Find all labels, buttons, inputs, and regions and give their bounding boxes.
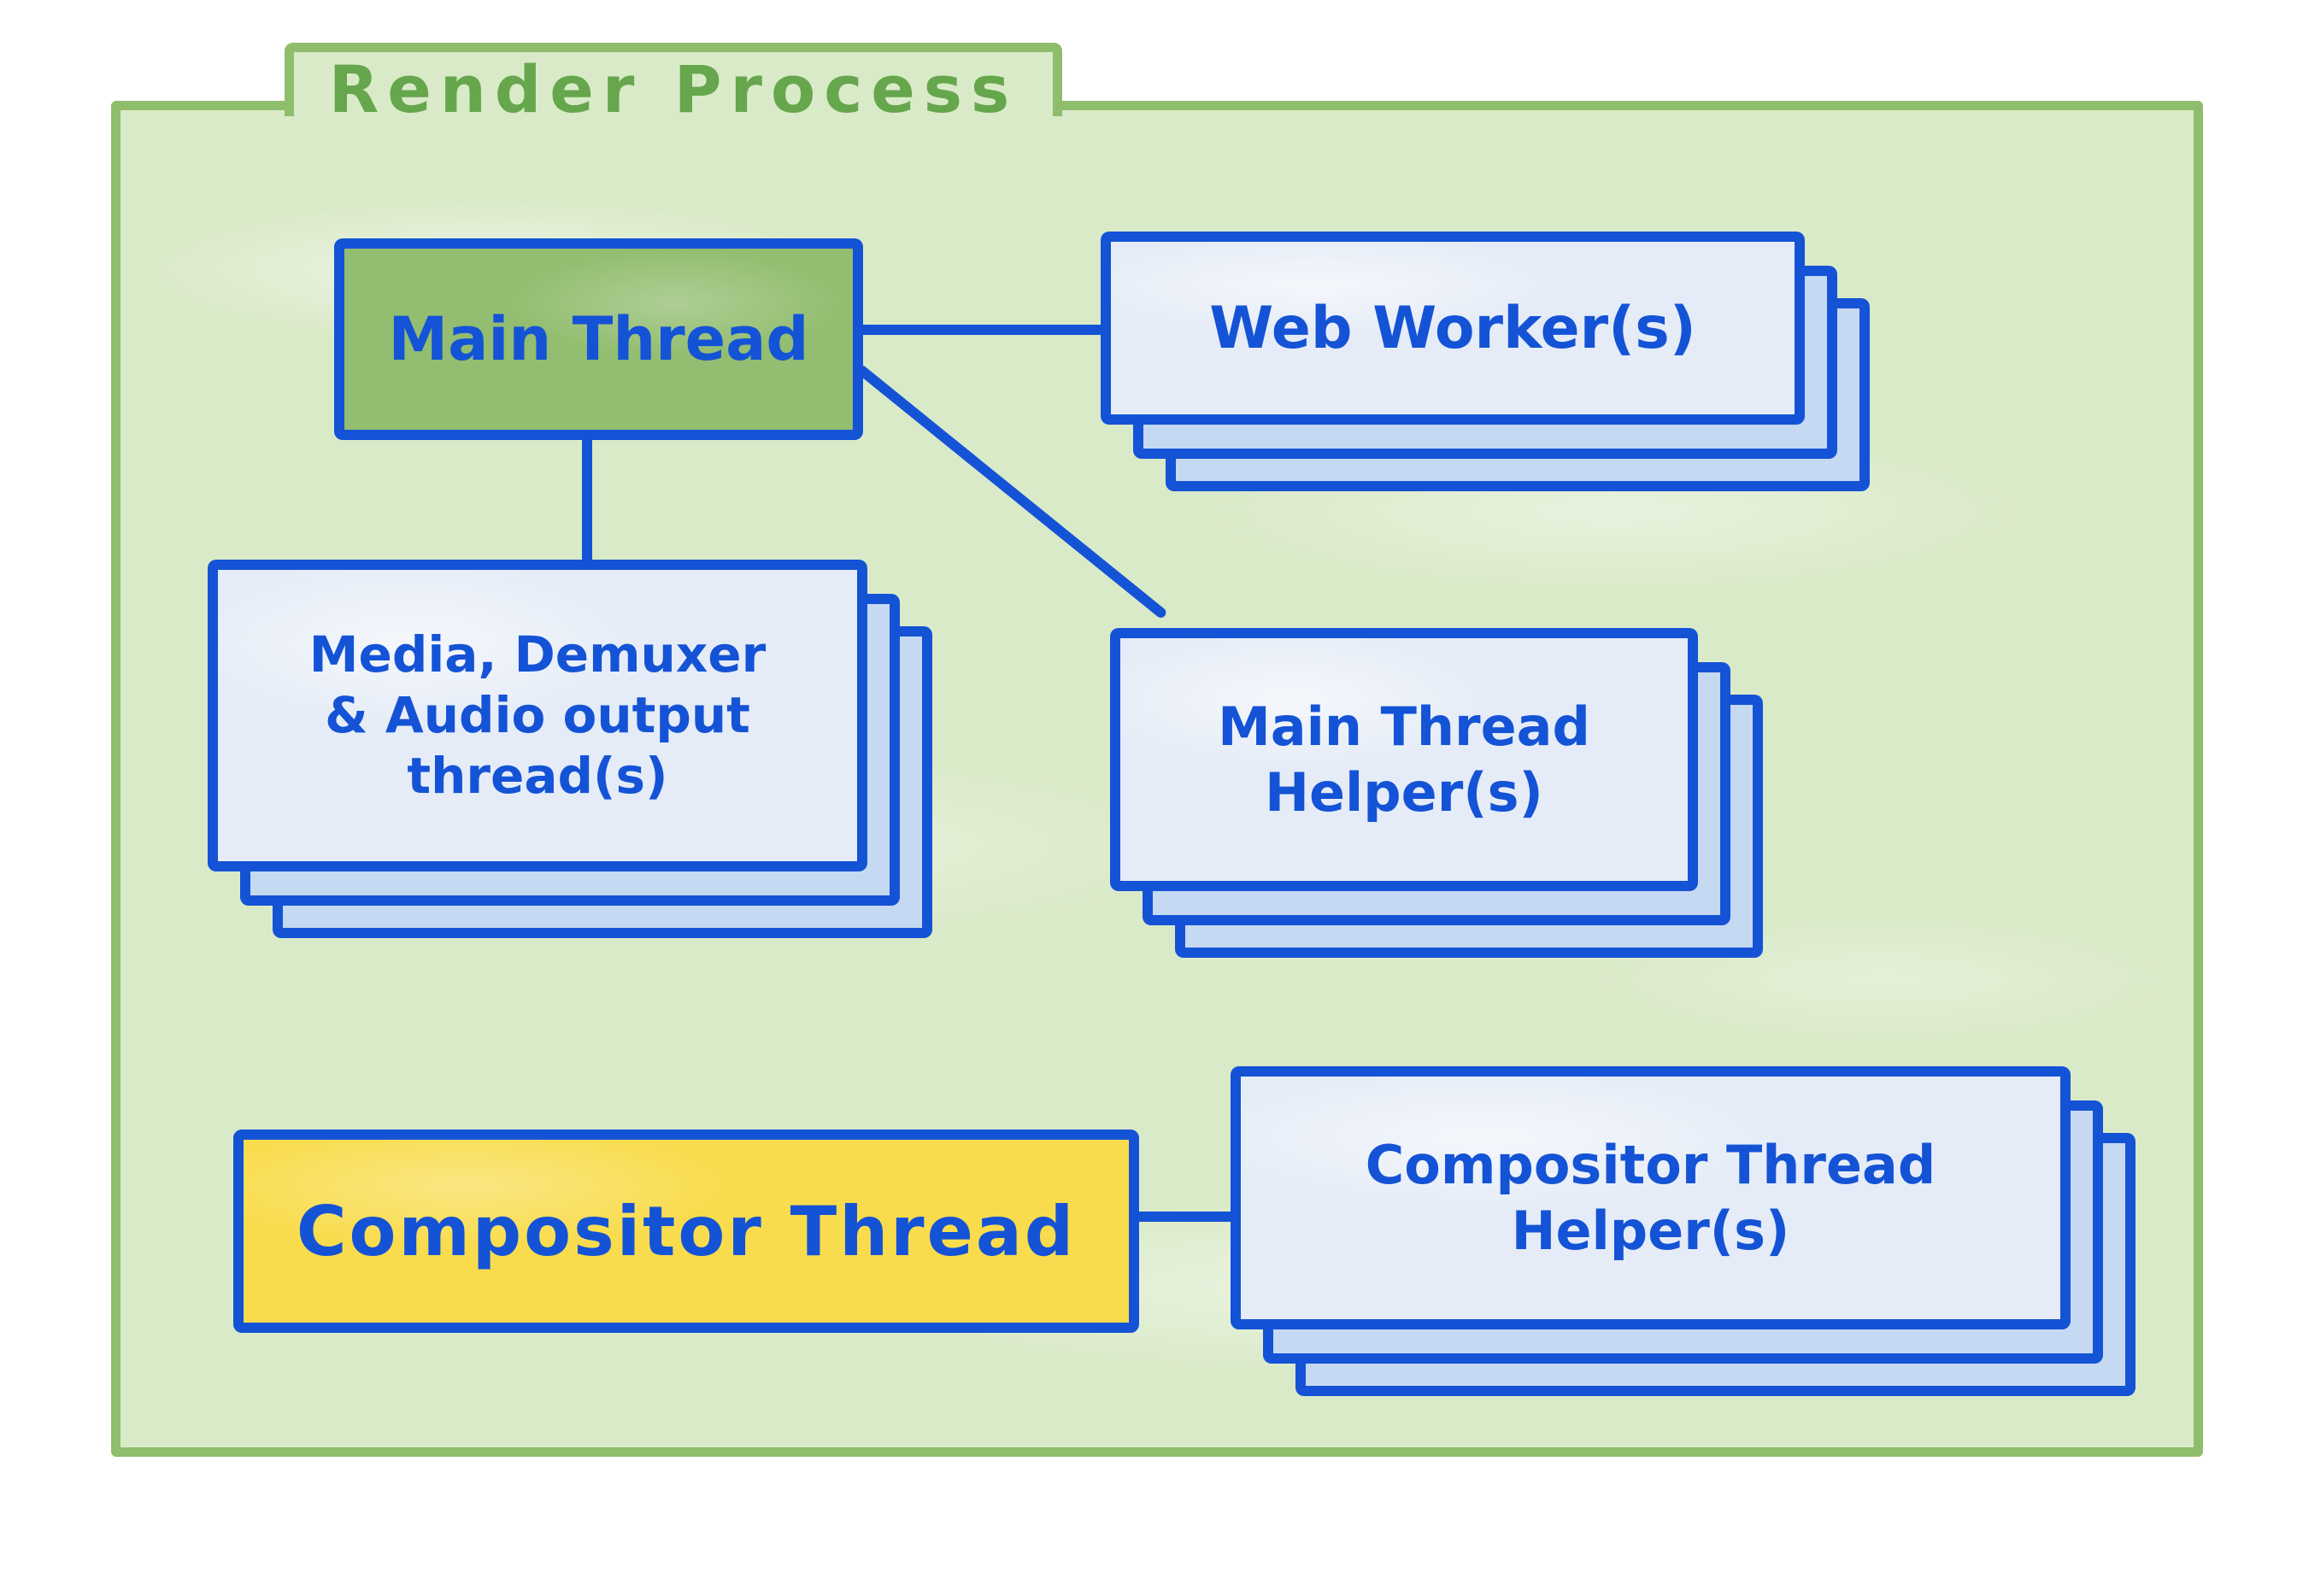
main-thread-helpers-line-1: Main Thread: [1218, 695, 1590, 758]
diagram-title: Render Process: [328, 51, 1019, 127]
compositor-thread-helpers-line-1: Compositor Thread: [1365, 1133, 1936, 1196]
stack-card-front: Media, Demuxer & Audio output thread(s): [208, 560, 867, 871]
node-main-thread: Main Thread: [334, 238, 863, 440]
connector-main-thread-to-media-threads: [582, 434, 592, 566]
connector-main-thread-to-web-workers: [859, 325, 1105, 335]
node-main-thread-helpers: Main Thread Helper(s): [1110, 628, 1763, 958]
node-web-workers-label: Web Worker(s): [1209, 294, 1696, 362]
media-threads-line-3: thread(s): [407, 746, 668, 805]
stack-card-front: Web Worker(s): [1101, 232, 1805, 425]
node-web-workers: Web Worker(s): [1101, 232, 1870, 491]
media-threads-line-2: & Audio output: [325, 686, 750, 745]
node-main-thread-label: Main Thread: [388, 304, 809, 374]
node-media-threads-label: Media, Demuxer & Audio output thread(s): [309, 625, 766, 806]
node-media-threads: Media, Demuxer & Audio output thread(s): [208, 560, 932, 938]
render-process-tab: Render Process: [285, 43, 1062, 123]
node-compositor-thread-label: Compositor Thread: [296, 1191, 1077, 1271]
compositor-thread-helpers-line-2: Helper(s): [1511, 1200, 1790, 1262]
stack-card-front: Main Thread Helper(s): [1110, 628, 1698, 891]
node-compositor-thread: Compositor Thread: [233, 1130, 1139, 1333]
node-compositor-thread-helpers: Compositor Thread Helper(s): [1231, 1066, 2135, 1396]
connector-compositor-thread-to-helpers: [1135, 1212, 1236, 1222]
node-compositor-thread-helpers-label: Compositor Thread Helper(s): [1366, 1132, 1936, 1264]
media-threads-line-1: Media, Demuxer: [308, 625, 767, 684]
node-main-thread-helpers-label: Main Thread Helper(s): [1218, 694, 1590, 826]
stack-card-front: Compositor Thread Helper(s): [1231, 1066, 2071, 1329]
main-thread-helpers-line-2: Helper(s): [1265, 761, 1543, 824]
